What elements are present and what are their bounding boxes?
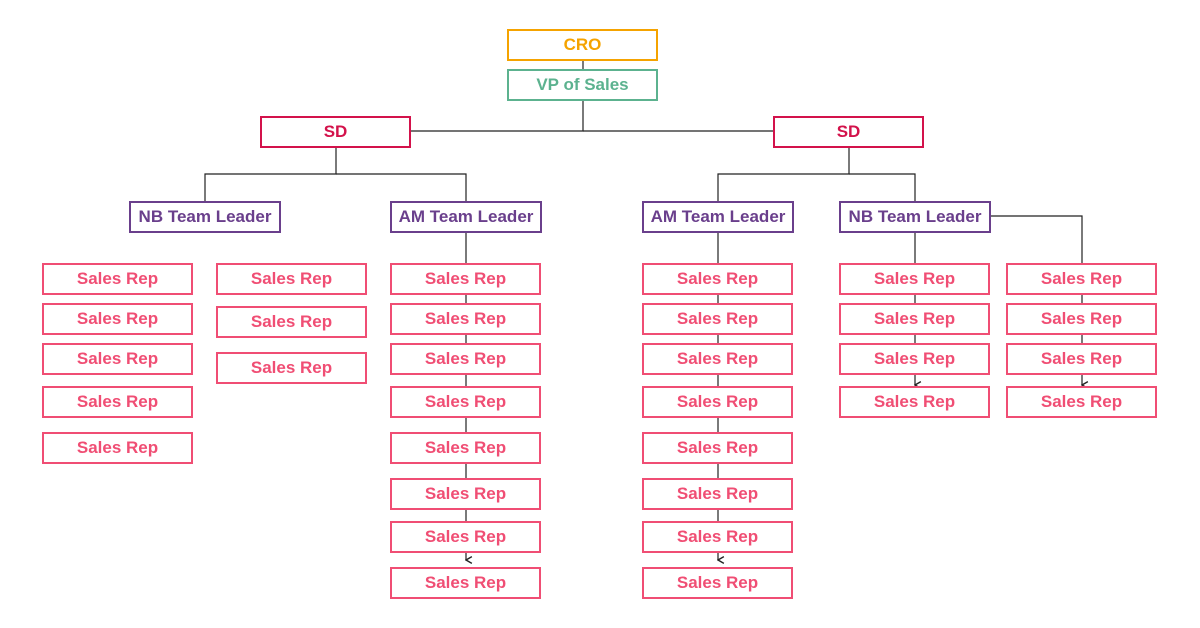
line-vp-sd [411, 101, 584, 132]
line-sd-right-tl [717, 148, 850, 201]
sales-rep: Sales Rep [390, 478, 541, 510]
sales-rep: Sales Rep [390, 263, 541, 295]
sales-rep: Sales Rep [642, 263, 793, 295]
sales-rep: Sales Rep [642, 386, 793, 418]
node-label: Sales Rep [873, 269, 956, 288]
node-cro: CRO [507, 29, 658, 61]
sales-rep: Sales Rep [42, 303, 193, 335]
node-label: Sales Rep [250, 358, 333, 377]
sales-rep: Sales Rep [1006, 303, 1157, 335]
node-label: Sales Rep [424, 438, 507, 457]
node-am-team-leader-left: AM Team Leader [390, 201, 542, 233]
sales-rep: Sales Rep [839, 303, 990, 335]
node-label: Sales Rep [76, 309, 159, 328]
sales-rep: Sales Rep [642, 432, 793, 464]
node-nb-team-leader-right: NB Team Leader [839, 201, 991, 233]
node-label: Sales Rep [424, 527, 507, 546]
sales-rep: Sales Rep [642, 343, 793, 375]
node-vp-of-sales: VP of Sales [507, 69, 658, 101]
node-label: Sales Rep [676, 484, 759, 503]
node-label: Sales Rep [676, 349, 759, 368]
sales-rep: Sales Rep [839, 263, 990, 295]
node-label: Sales Rep [676, 527, 759, 546]
node-label: NB Team Leader [138, 207, 272, 226]
node-sd-left: SD [260, 116, 411, 148]
sales-rep: Sales Rep [642, 303, 793, 335]
sales-rep: Sales Rep [216, 306, 367, 338]
node-label: Sales Rep [76, 392, 159, 411]
sales-rep: Sales Rep [42, 432, 193, 464]
node-label: Sales Rep [676, 573, 759, 592]
sales-rep: Sales Rep [1006, 343, 1157, 375]
line-sd-left-tl [204, 148, 337, 201]
sales-rep: Sales Rep [390, 303, 541, 335]
node-label: Sales Rep [424, 392, 507, 411]
line-sd-left-tl2 [336, 173, 467, 201]
sales-rep: Sales Rep [216, 352, 367, 384]
node-label: NB Team Leader [848, 207, 982, 226]
node-label: AM Team Leader [398, 207, 534, 226]
sales-rep: Sales Rep [390, 343, 541, 375]
line-sd-right-tl2 [849, 173, 916, 201]
node-label: Sales Rep [1040, 349, 1123, 368]
sales-rep: Sales Rep [390, 386, 541, 418]
node-label: Sales Rep [424, 309, 507, 328]
sales-rep: Sales Rep [216, 263, 367, 295]
node-label: Sales Rep [676, 438, 759, 457]
sales-rep: Sales Rep [1006, 263, 1157, 295]
node-label: SD [323, 122, 348, 141]
sales-rep: Sales Rep [390, 567, 541, 599]
node-label: Sales Rep [424, 484, 507, 503]
sales-rep: Sales Rep [839, 343, 990, 375]
sales-rep: Sales Rep [642, 521, 793, 553]
sales-rep: Sales Rep [42, 386, 193, 418]
node-label: Sales Rep [676, 269, 759, 288]
node-label: VP of Sales [536, 75, 629, 94]
node-label: Sales Rep [1040, 269, 1123, 288]
node-label: Sales Rep [1040, 392, 1123, 411]
node-label: Sales Rep [76, 269, 159, 288]
sales-rep: Sales Rep [390, 521, 541, 553]
node-label: Sales Rep [424, 573, 507, 592]
node-label: Sales Rep [873, 309, 956, 328]
node-label: Sales Rep [424, 269, 507, 288]
node-label: Sales Rep [676, 392, 759, 411]
node-label: Sales Rep [676, 309, 759, 328]
node-label: Sales Rep [424, 349, 507, 368]
sales-rep: Sales Rep [1006, 386, 1157, 418]
node-sd-right: SD [773, 116, 924, 148]
sales-rep: Sales Rep [642, 478, 793, 510]
node-label: Sales Rep [873, 392, 956, 411]
node-label: AM Team Leader [650, 207, 786, 226]
sales-rep: Sales Rep [390, 432, 541, 464]
sales-rep: Sales Rep [42, 263, 193, 295]
sales-rep: Sales Rep [42, 343, 193, 375]
node-label: SD [836, 122, 861, 141]
node-label: Sales Rep [1040, 309, 1123, 328]
node-label: Sales Rep [250, 269, 333, 288]
node-am-team-leader-right: AM Team Leader [642, 201, 794, 233]
node-label: Sales Rep [76, 349, 159, 368]
node-label: Sales Rep [873, 349, 956, 368]
node-nb-team-leader-left: NB Team Leader [129, 201, 281, 233]
sales-rep: Sales Rep [839, 386, 990, 418]
node-label: Sales Rep [250, 312, 333, 331]
sales-rep: Sales Rep [642, 567, 793, 599]
node-label: CRO [563, 35, 602, 54]
node-label: Sales Rep [76, 438, 159, 457]
